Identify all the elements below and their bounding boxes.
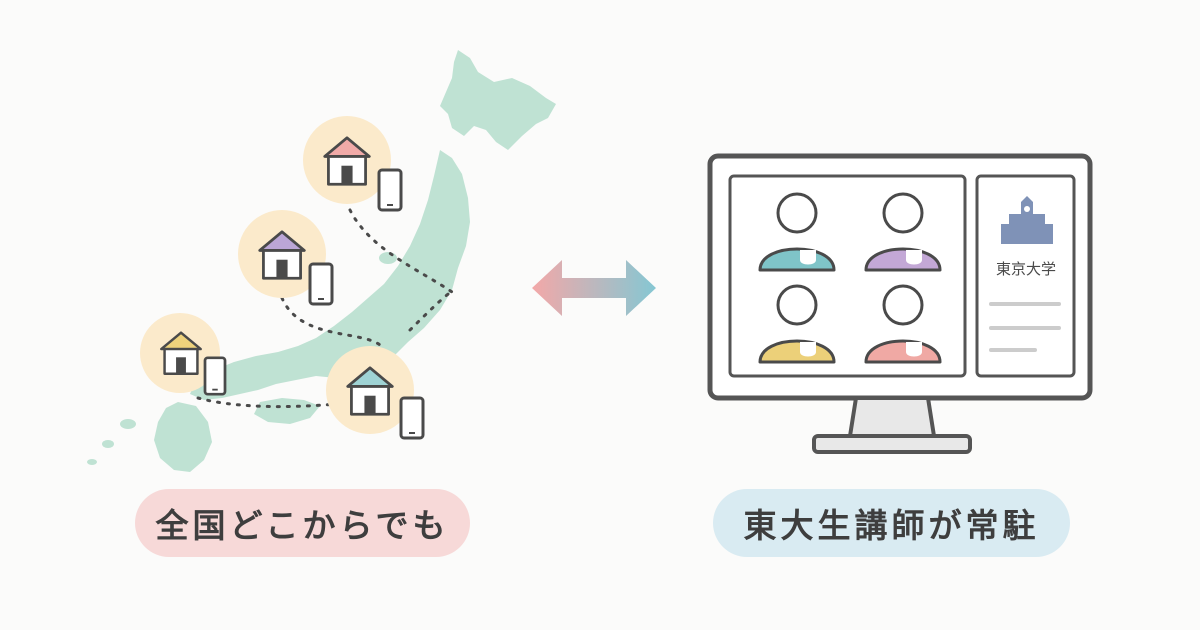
caption-tutors-text: 東大生講師が常駐 (743, 506, 1040, 545)
smartphone-icon (308, 262, 334, 306)
connection-lines (196, 208, 454, 409)
map-kyushu (154, 402, 212, 472)
tutor-avatar (758, 192, 836, 272)
home-location-3 (140, 313, 227, 396)
double-arrow-icon (532, 260, 656, 316)
tutor-avatar (758, 284, 836, 364)
smartphone-icon (203, 356, 227, 396)
caption-tutors: 東大生講師が常駐 (713, 489, 1070, 557)
smartphone-icon (377, 168, 403, 212)
map-hokkaido (440, 50, 556, 150)
japan-map (87, 50, 556, 472)
map-island (102, 440, 114, 448)
map-shikoku (254, 398, 320, 424)
caption-nationwide: 全国どこからでも (135, 489, 470, 557)
smartphone-icon (399, 396, 425, 440)
map-island (379, 252, 397, 264)
tutor-avatar (864, 284, 942, 364)
info-line (989, 348, 1037, 352)
caption-nationwide-text: 全国どこからでも (155, 506, 450, 545)
map-island (120, 419, 136, 429)
connection-line (280, 296, 382, 347)
university-building-icon (1001, 196, 1053, 244)
info-line (989, 326, 1061, 330)
home-location-1 (303, 116, 403, 212)
home-location-2 (238, 210, 334, 306)
connection-line (196, 396, 374, 409)
tutor-avatar (864, 192, 942, 272)
connection-line (348, 208, 454, 294)
home-location-4 (326, 346, 425, 440)
monitor-icon: 東京大学 (707, 153, 1093, 454)
connection-line (408, 290, 454, 332)
university-name: 東京大学 (996, 260, 1056, 278)
map-island (87, 459, 97, 465)
info-line (989, 302, 1061, 306)
map-honshu (190, 150, 470, 400)
